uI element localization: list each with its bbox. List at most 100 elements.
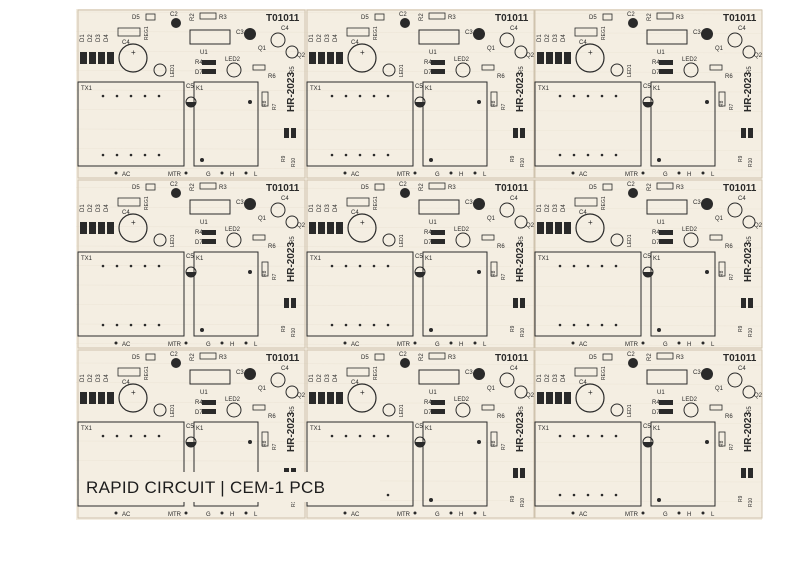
silk-label-c3: C3 bbox=[465, 30, 473, 36]
reg-footprint bbox=[574, 367, 598, 377]
relay-k1 bbox=[422, 251, 488, 337]
terminal-hole bbox=[449, 511, 453, 515]
silk-label-r7: R7 bbox=[729, 103, 735, 110]
silk-label-d5: D5 bbox=[361, 355, 369, 361]
silk-label-q2: Q2 bbox=[526, 393, 535, 399]
transformer-tx1 bbox=[77, 251, 185, 337]
silk-label-u1: U1 bbox=[429, 220, 437, 226]
board-version: HR-2023 bbox=[515, 412, 526, 452]
pcb-substrate bbox=[76, 9, 762, 520]
terminal-hole bbox=[413, 341, 417, 345]
terminal-label-mtr: MTR bbox=[625, 512, 639, 518]
tx-pin bbox=[115, 434, 119, 438]
resistor-r8 bbox=[490, 431, 498, 447]
silk-label-led1: LED1 bbox=[627, 234, 633, 247]
texture-line bbox=[75, 304, 763, 307]
silk-label-r5: R5 bbox=[290, 406, 296, 414]
silk-label-diode: D4 bbox=[333, 204, 339, 212]
silk-label-c1: C4 bbox=[351, 210, 359, 216]
resistor-r3 bbox=[428, 352, 446, 360]
terminal-hole bbox=[473, 171, 477, 175]
silk-label-c5: C5 bbox=[415, 84, 423, 90]
silk-label-q1: Q1 bbox=[258, 386, 267, 392]
silk-label-diode: D2 bbox=[545, 34, 551, 42]
ic-footprint bbox=[646, 29, 688, 45]
diode-pad bbox=[98, 52, 105, 64]
cap-c2 bbox=[400, 188, 410, 198]
resistor-r8 bbox=[261, 431, 269, 447]
silk-label-c2: C2 bbox=[399, 12, 407, 18]
silk-label-r2: R2 bbox=[419, 13, 425, 21]
texture-line bbox=[75, 401, 763, 405]
diode-pad bbox=[327, 392, 334, 404]
transformer-tx1 bbox=[77, 81, 185, 167]
silk-label-r7: R7 bbox=[501, 103, 507, 110]
resistor-r6 bbox=[252, 64, 266, 71]
terminal-hole bbox=[343, 511, 347, 515]
diode-d7 bbox=[659, 239, 673, 244]
silk-label-diode: D3 bbox=[553, 374, 559, 382]
tx-pin bbox=[614, 94, 618, 98]
transistor-q2 bbox=[742, 385, 756, 399]
tx-pin bbox=[600, 94, 604, 98]
tx-pin bbox=[586, 153, 590, 157]
silk-label-tx1: TX1 bbox=[310, 86, 322, 92]
terminal-hole bbox=[220, 171, 224, 175]
relay-pin bbox=[429, 158, 433, 162]
texture-line bbox=[75, 245, 763, 249]
silk-label-u1: U1 bbox=[657, 390, 665, 396]
silk-label-d5: D5 bbox=[361, 15, 369, 21]
silk-label-q2: Q2 bbox=[297, 393, 306, 399]
silk-label-r2: R2 bbox=[647, 183, 653, 191]
silk-label-diode: D4 bbox=[104, 204, 110, 212]
terminal-label-mtr: MTR bbox=[625, 172, 639, 178]
terminal-hole bbox=[184, 171, 188, 175]
board-version: HR-2023 bbox=[515, 72, 526, 112]
tx-pin bbox=[157, 264, 161, 268]
silk-label-k1: K1 bbox=[425, 256, 433, 262]
silk-label-tx1: TX1 bbox=[81, 256, 93, 262]
silk-label-diode: D2 bbox=[317, 204, 323, 212]
reg-footprint bbox=[346, 367, 370, 377]
led1-outline bbox=[382, 63, 396, 77]
diode-pad bbox=[564, 52, 571, 64]
tx-pin bbox=[143, 434, 147, 438]
transformer-tx1 bbox=[77, 421, 185, 507]
silk-label-k1: K1 bbox=[196, 426, 204, 432]
resistor-r8 bbox=[718, 91, 726, 107]
terminal-label-l: L bbox=[254, 512, 258, 518]
tx-pin bbox=[330, 153, 334, 157]
ic-footprint bbox=[646, 199, 688, 215]
resistor-r4 bbox=[202, 400, 216, 405]
caption-backdrop bbox=[80, 472, 380, 502]
board-code: T01011 bbox=[495, 13, 529, 24]
diode-pad bbox=[318, 222, 325, 234]
board-version: HR-2023 bbox=[286, 412, 297, 452]
silk-label-r10: R10 bbox=[748, 328, 754, 337]
silk-label-c2: C2 bbox=[170, 352, 178, 358]
texture-line bbox=[75, 343, 763, 346]
board-code: T01011 bbox=[266, 353, 300, 364]
silk-label-r2: R2 bbox=[419, 183, 425, 191]
terminal-label-h: H bbox=[459, 512, 463, 518]
silk-label-diode: D4 bbox=[561, 204, 567, 212]
silk-label-d7: D7 bbox=[195, 240, 203, 246]
terminal-label-h: H bbox=[687, 172, 691, 178]
terminal-label-ac: AC bbox=[351, 342, 360, 348]
silk-label-diode: D1 bbox=[537, 34, 543, 42]
reg-footprint bbox=[117, 197, 141, 207]
cap-c1-outline bbox=[575, 383, 605, 413]
tx-pin bbox=[101, 153, 105, 157]
pcb-board: D5C2R2R3T01011D1D2D3D4C4+REG1LED1U1C3C4Q… bbox=[306, 179, 535, 349]
cap-c2 bbox=[171, 358, 181, 368]
terminal-hole bbox=[701, 341, 705, 345]
tx-pin bbox=[358, 323, 362, 327]
pad bbox=[291, 128, 296, 138]
terminal-hole bbox=[244, 511, 248, 515]
silk-label-diode: D3 bbox=[96, 204, 102, 212]
pcb-board: D5C2R2R3T01011D1D2D3D4C4+REG1LED1U1C3C4Q… bbox=[306, 349, 535, 519]
cap-c3 bbox=[473, 368, 485, 380]
resistor-r8 bbox=[261, 261, 269, 277]
terminal-label-l: L bbox=[483, 172, 487, 178]
